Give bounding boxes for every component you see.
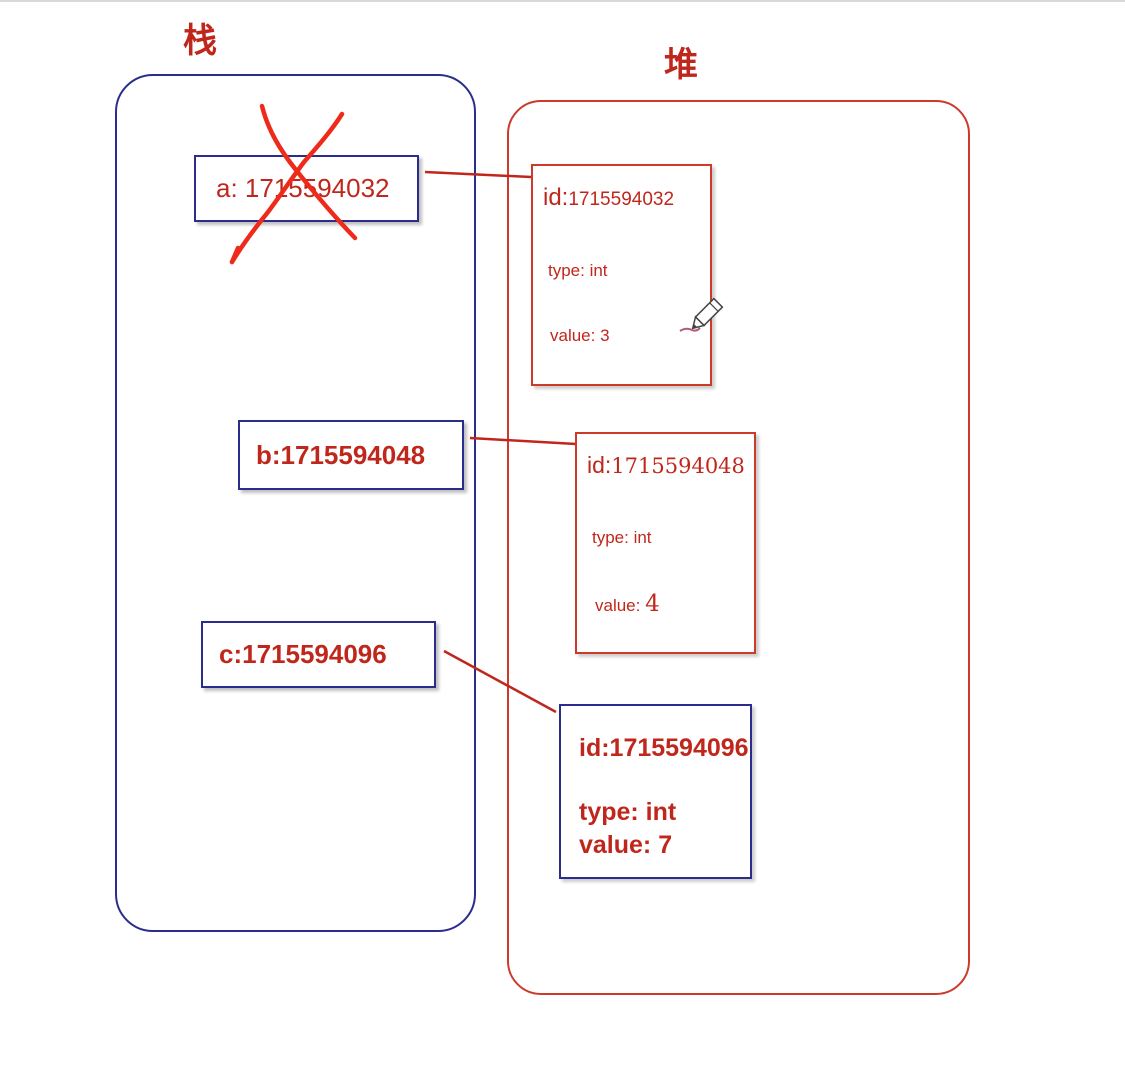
- stack-var-c-label: c:1715594096: [219, 639, 387, 669]
- heap-title: 堆: [664, 45, 698, 85]
- stack-var-b: b:1715594048: [238, 420, 464, 490]
- heap-object-3-id: id:1715594096: [579, 734, 749, 762]
- pencil-cursor-icon: [691, 297, 724, 330]
- heap-object-2-type: type: int: [592, 528, 652, 547]
- top-border: [0, 0, 1125, 2]
- connector-c: [443, 649, 557, 714]
- heap-object-1-type: type: int: [548, 261, 608, 280]
- connector-b: [469, 436, 577, 446]
- pencil-scribble: [679, 327, 701, 332]
- connector-a: [424, 170, 532, 179]
- stack-title: 栈: [183, 21, 217, 61]
- heap-object-2: id:1715594048 type: int value: 4: [575, 432, 756, 654]
- heap-object-1-id: id:1715594032: [543, 184, 675, 211]
- heap-object-3: id:1715594096 type: int value: 7: [559, 704, 752, 879]
- stack-var-c: c:1715594096: [201, 621, 436, 688]
- heap-region: [507, 100, 970, 995]
- heap-object-2-value: value: 4: [595, 591, 660, 617]
- heap-object-1: id:1715594032 type: int value: 3: [531, 164, 712, 386]
- stack-var-b-label: b:1715594048: [256, 439, 426, 470]
- heap-object-3-value: value: 7: [579, 831, 673, 859]
- heap-object-1-value: value: 3: [550, 326, 610, 345]
- cross-out-mark: [229, 103, 358, 265]
- stack-region: [115, 74, 476, 932]
- heap-object-3-type: type: int: [579, 798, 677, 826]
- heap-object-2-id: id:1715594048: [587, 452, 745, 478]
